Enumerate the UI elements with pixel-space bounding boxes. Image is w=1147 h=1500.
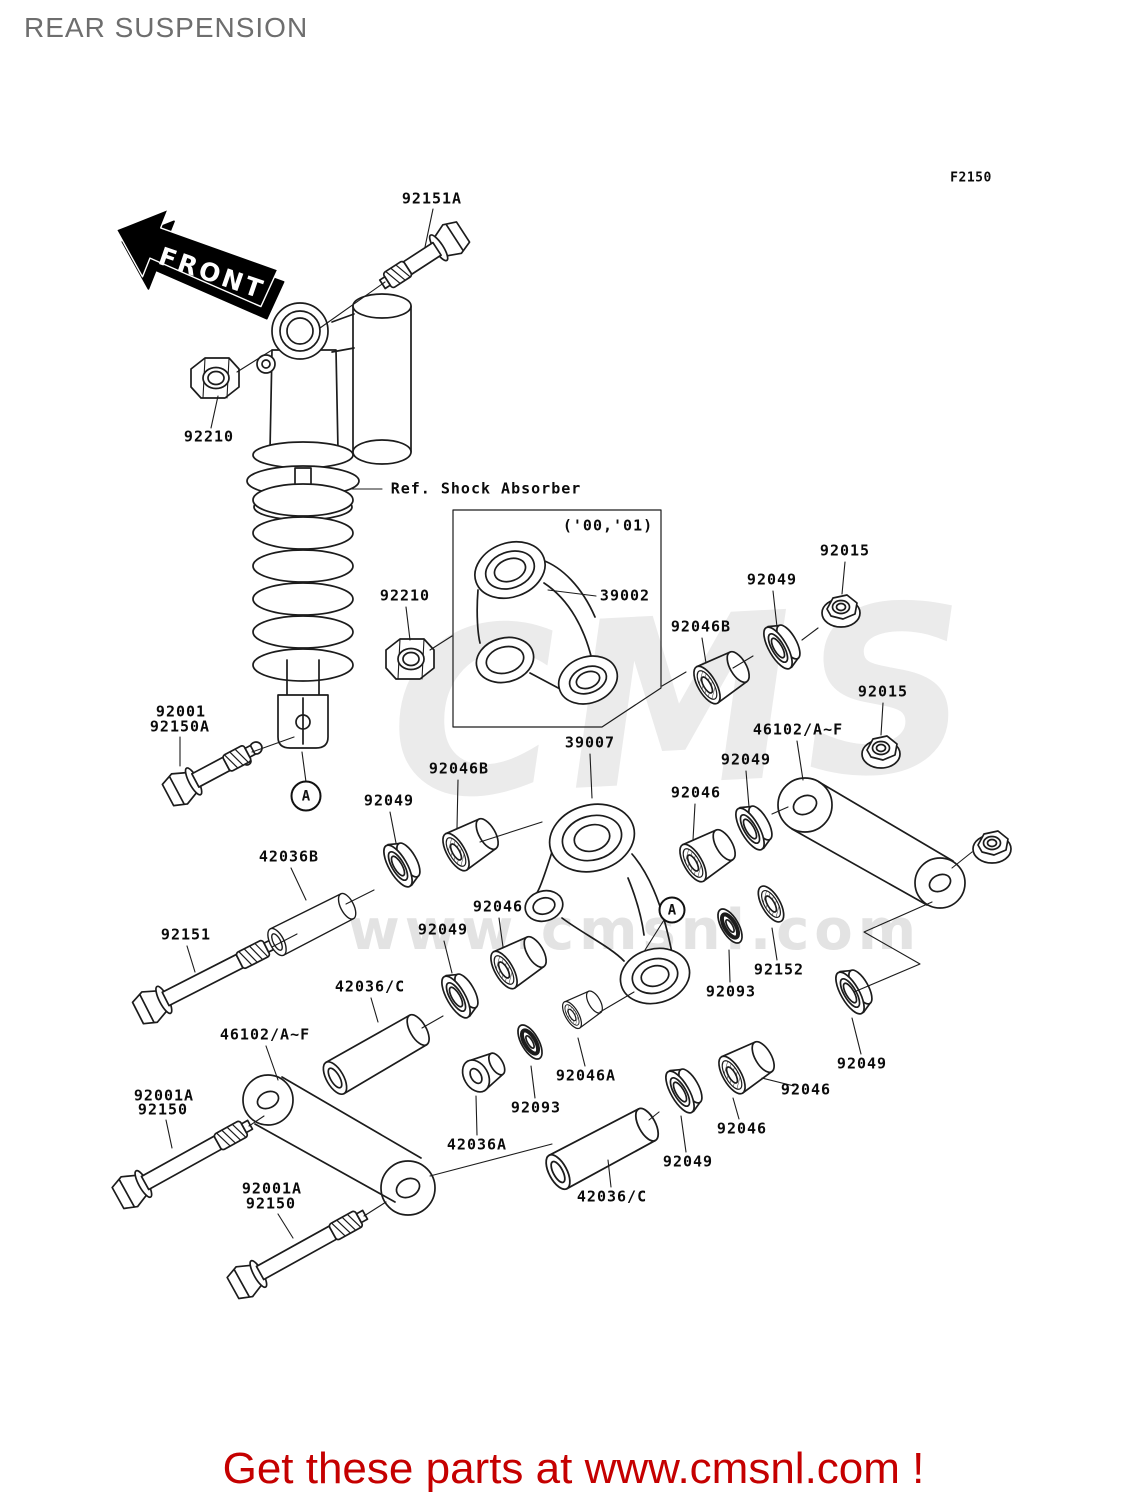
part-label-92001: 92001 <box>155 702 207 721</box>
collar-92049-2-drawing <box>729 798 780 855</box>
part-label-92150-2: 92150 <box>245 1194 297 1213</box>
part-label-92093-1: 92093 <box>705 982 757 1001</box>
part-label-92046-2: 92046 <box>472 897 524 916</box>
collar-92049-5-drawing <box>829 962 880 1019</box>
bearing-92046-1-drawing <box>673 821 743 887</box>
part-label-92015-1: 92015 <box>819 541 871 560</box>
bearing-92046b-1-drawing <box>687 643 757 709</box>
part-label-92049-6: 92049 <box>662 1152 714 1171</box>
part-label-92015-2: 92015 <box>857 682 909 701</box>
part-label-92049-3: 92049 <box>363 791 415 810</box>
shock-absorber-drawing <box>242 293 412 766</box>
part-label-92049-5: 92049 <box>836 1054 888 1073</box>
part-label-42036c-1: 42036/C <box>334 977 406 996</box>
part-label-92046a: 92046A <box>555 1066 617 1085</box>
part-label-92046-4: 92046 <box>716 1119 768 1138</box>
part-label-92046b-2: 92046B <box>428 759 490 778</box>
view-marker-a-2: A <box>658 896 686 924</box>
front-arrow: FRONT <box>115 208 285 320</box>
cmsnl-banner: Get these parts at www.cmsnl.com ! <box>222 1444 925 1493</box>
view-marker-a-1: A <box>290 780 322 812</box>
rocker-arm-39002-drawing <box>474 540 619 705</box>
collar-92049-4-drawing <box>435 966 486 1023</box>
bearing-92152-drawing <box>752 881 790 927</box>
leader-lines <box>165 208 973 1239</box>
part-label-92001a-1: 92001A <box>133 1086 195 1105</box>
collar-92049-1-drawing <box>757 617 808 674</box>
part-label-92093-2: 92093 <box>510 1098 562 1117</box>
bolt-92001a-1-drawing <box>108 1109 260 1214</box>
tie-rod-link-right-drawing <box>777 777 966 909</box>
rocker-arm-39007-drawing <box>524 803 691 1005</box>
sleeve-42036c-1-drawing <box>317 1009 435 1099</box>
part-label-92150a: 92150A <box>149 717 211 736</box>
seal-92093-2-drawing <box>511 1019 549 1065</box>
part-label-92049-1: 92049 <box>746 570 798 589</box>
part-label-42036a: 42036A <box>446 1135 508 1154</box>
part-label-42036b: 42036B <box>258 847 320 866</box>
collar-92049-3-drawing <box>377 835 428 892</box>
bolt-92151a-drawing <box>372 216 474 300</box>
part-label-92151: 92151 <box>160 925 212 944</box>
part-label-92150-1: 92150 <box>137 1100 189 1119</box>
bearing-92046-3-drawing <box>712 1033 782 1099</box>
part-label-46102-2: 46102/A~F <box>219 1025 311 1044</box>
seal-92093-1-drawing <box>711 903 749 949</box>
sleeve-42036b-drawing <box>263 889 361 960</box>
nut-92015-2-drawing <box>861 735 901 769</box>
part-label-92151a: 92151A <box>401 189 463 208</box>
part-label-92046-1: 92046 <box>670 783 722 802</box>
part-label-92046-3: 92046 <box>780 1080 832 1099</box>
part-label-39007: 39007 <box>564 733 616 752</box>
part-label-42036c-2: 42036/C <box>576 1187 648 1206</box>
part-label-92001a-2: 92001A <box>241 1179 303 1198</box>
part-label-92210-2: 92210 <box>379 586 431 605</box>
bearing-92046b-2-drawing <box>436 810 506 876</box>
part-label-92046b-1: 92046B <box>670 617 732 636</box>
nut-92210-1-drawing <box>190 357 240 399</box>
rocker-box-outline <box>452 509 662 728</box>
part-label-39002: 39002 <box>599 586 651 605</box>
nut-92210-2-drawing <box>385 638 435 680</box>
bushing-42036a-drawing <box>456 1045 512 1098</box>
year-note: ('00,'01) <box>562 516 654 535</box>
part-label-46102-1: 46102/A~F <box>752 720 844 739</box>
nut-92015-1-drawing <box>821 594 861 628</box>
bolt-92001-drawing <box>159 734 262 811</box>
page-title: REAR SUSPENSION <box>24 12 309 43</box>
bolt-92151-drawing <box>129 928 282 1029</box>
figure-code: F2150 <box>950 170 992 186</box>
bearing-92046a-drawing <box>558 985 608 1032</box>
part-label-92049-2: 92049 <box>720 750 772 769</box>
part-label-92152: 92152 <box>753 960 805 979</box>
bearing-92046-2-drawing <box>484 928 554 994</box>
bolt-92001a-2-drawing <box>223 1199 375 1304</box>
sleeve-42036c-2-drawing <box>540 1103 665 1194</box>
part-label-92049-4: 92049 <box>417 920 469 939</box>
ref-shock-absorber-note: Ref. Shock Absorber <box>390 479 582 498</box>
tie-rod-link-left-drawing <box>242 1074 436 1216</box>
collar-92049-6-drawing <box>659 1061 710 1118</box>
nut-92015-3-drawing <box>972 830 1012 864</box>
part-label-92210-1: 92210 <box>183 427 235 446</box>
